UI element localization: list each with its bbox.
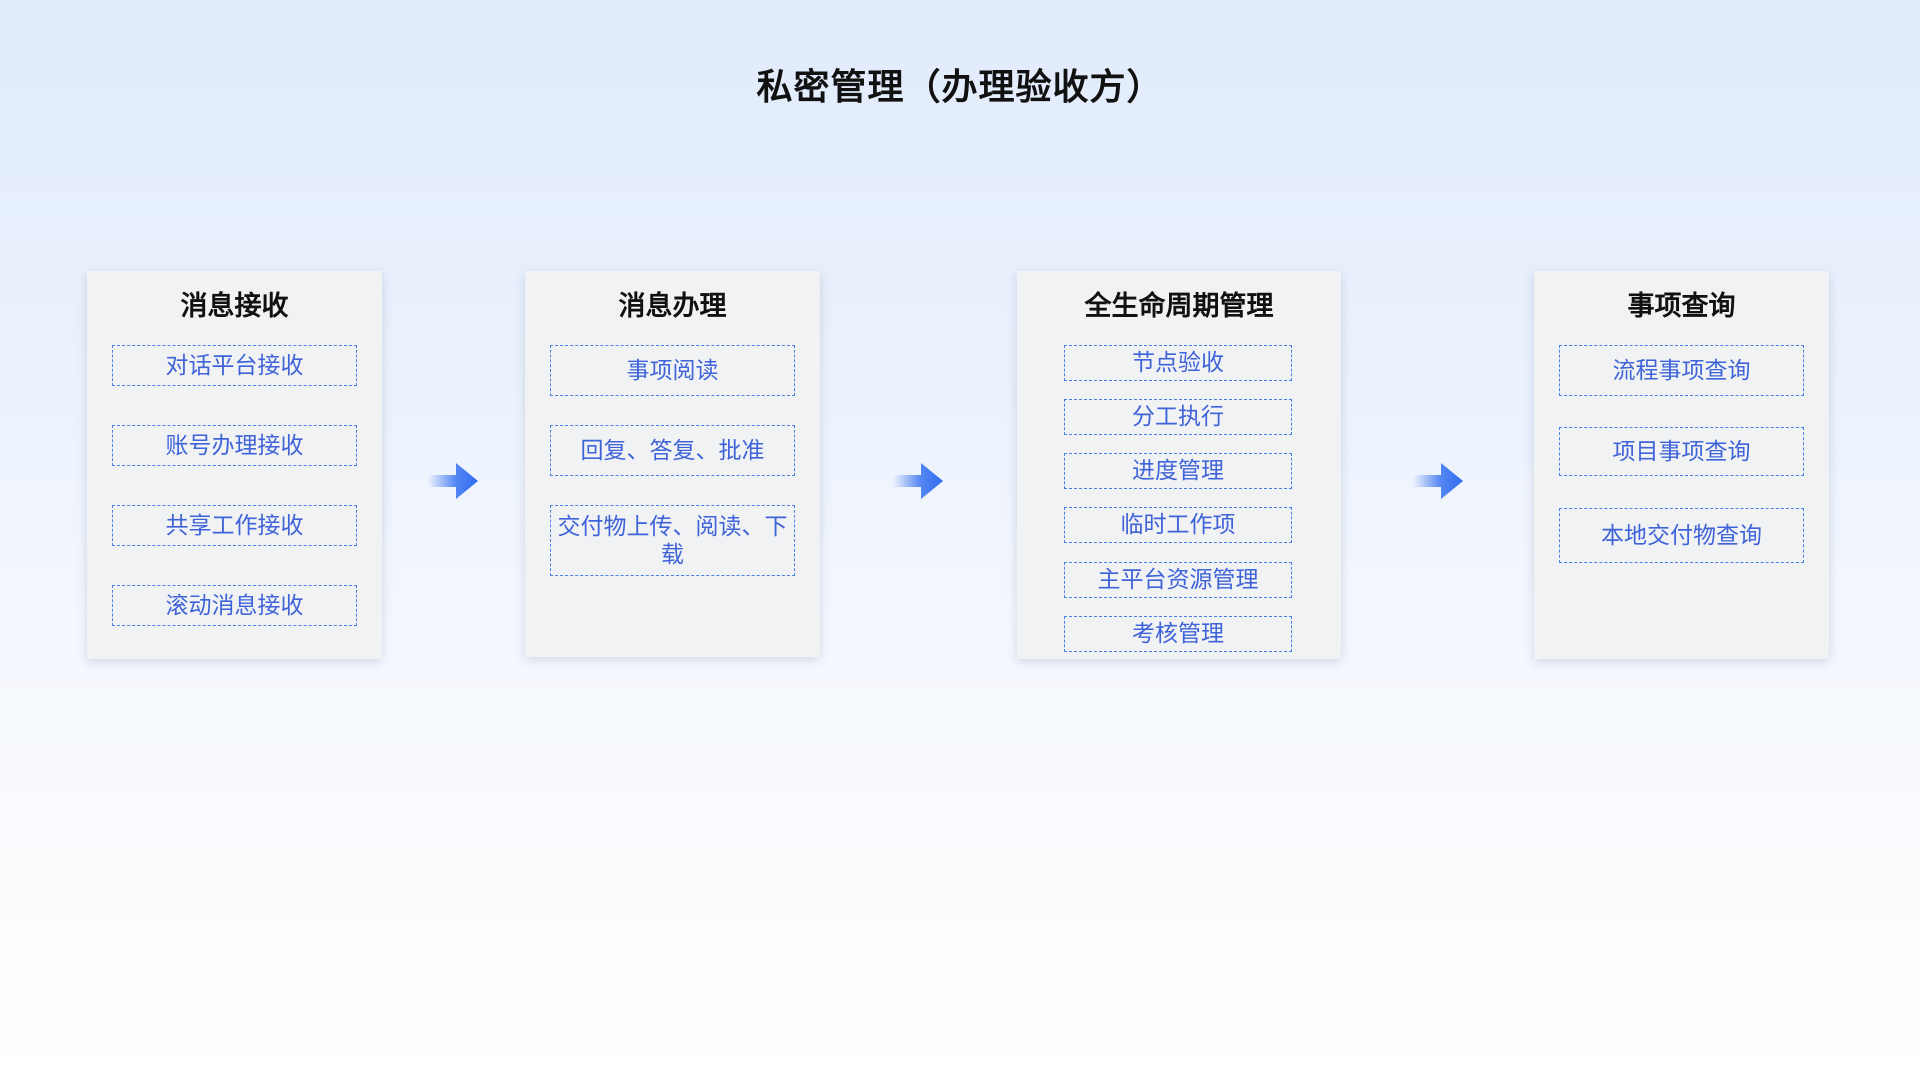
stage-item[interactable]: 滚动消息接收 [112, 585, 357, 626]
stage-item[interactable]: 分工执行 [1064, 399, 1292, 435]
stage-title: 事项查询 [1627, 291, 1736, 322]
arrow-right-icon [1413, 463, 1463, 499]
stage-item[interactable]: 回复、答复、批准 [550, 425, 795, 476]
stage-item[interactable]: 考核管理 [1064, 616, 1292, 652]
stage-panel-query: 事项查询 流程事项查询 项目事项查询 本地交付物查询 [1534, 271, 1829, 659]
stage-panel-message-handle: 消息办理 事项阅读 回复、答复、批准 交付物上传、阅读、下载 [525, 271, 820, 657]
stage-item[interactable]: 项目事项查询 [1559, 427, 1804, 476]
stage-item[interactable]: 主平台资源管理 [1064, 562, 1292, 598]
page-title: 私密管理（办理验收方） [756, 67, 1164, 108]
stage-panel-lifecycle: 全生命周期管理 节点验收 分工执行 进度管理 临时工作项 主平台资源管理 考核管… [1017, 271, 1341, 659]
stage-item[interactable]: 临时工作项 [1064, 507, 1292, 543]
stage-item[interactable]: 进度管理 [1064, 453, 1292, 489]
stage-item[interactable]: 流程事项查询 [1559, 345, 1804, 396]
stage-item[interactable]: 对话平台接收 [112, 345, 357, 386]
stage-item[interactable]: 交付物上传、阅读、下载 [550, 505, 795, 576]
stage-item[interactable]: 事项阅读 [550, 345, 795, 396]
stage-item[interactable]: 节点验收 [1064, 345, 1292, 381]
stage-title: 消息接收 [180, 291, 289, 322]
arrow-right-icon [893, 463, 943, 499]
stage-title: 消息办理 [618, 291, 727, 322]
stage-item[interactable]: 共享工作接收 [112, 505, 357, 546]
stage-panel-message-receive: 消息接收 对话平台接收 账号办理接收 共享工作接收 滚动消息接收 [87, 271, 382, 659]
stage-item[interactable]: 账号办理接收 [112, 425, 357, 466]
stage-title: 全生命周期管理 [1084, 291, 1274, 322]
stage-item[interactable]: 本地交付物查询 [1559, 508, 1804, 563]
arrow-right-icon [428, 463, 478, 499]
